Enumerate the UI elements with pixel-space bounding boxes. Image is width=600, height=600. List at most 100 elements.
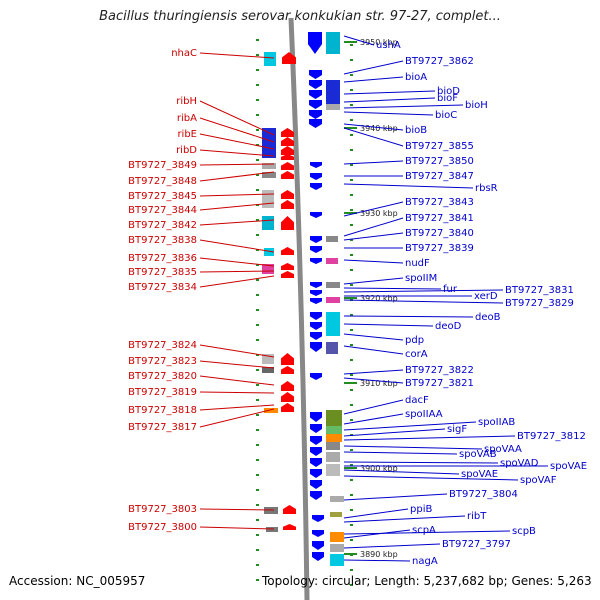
- leader-line: [199, 526, 275, 530]
- leader-line: [343, 277, 404, 285]
- forward-gene-arrow: [281, 154, 294, 160]
- leader-line: [343, 399, 404, 415]
- gene-block: [330, 512, 342, 517]
- forward-gene-arrow: [281, 200, 294, 209]
- ruler-label: 3900 kbp: [360, 464, 398, 473]
- gene-block: [326, 258, 338, 264]
- right-gene-label: bioD: [437, 86, 460, 97]
- right-gene-label: BT9727_3850: [405, 156, 474, 167]
- reverse-gene-arrow: [310, 424, 322, 433]
- left-gene-label: ribE: [177, 129, 197, 140]
- reverse-gene-arrow: [310, 447, 322, 456]
- left-gene-label: BT9727_3818: [128, 405, 197, 416]
- right-gene-label: BT9727_3812: [517, 431, 586, 442]
- ruler-label: 3910 kbp: [360, 379, 398, 388]
- left-gene-label: BT9727_3845: [128, 191, 197, 202]
- gene-block: [262, 367, 274, 373]
- left-gene-label: BT9727_3848: [128, 176, 197, 187]
- leader-line: [343, 90, 436, 95]
- forward-gene-arrow: [281, 137, 294, 146]
- gene-block: [330, 544, 344, 552]
- leader-line: [343, 508, 409, 519]
- leader-line: [343, 515, 466, 523]
- right-gene-label: scpA: [412, 525, 436, 536]
- leader-line: [343, 232, 404, 241]
- gene-block: [326, 32, 340, 54]
- gene-block: [326, 434, 342, 442]
- reverse-gene-arrow: [310, 246, 322, 253]
- leader-line: [199, 270, 275, 273]
- leader-line: [343, 111, 434, 116]
- gene-block: [262, 190, 274, 208]
- left-gene-label: BT9727_3820: [128, 371, 197, 382]
- leader-line: [343, 259, 404, 264]
- leader-line: [343, 287, 442, 290]
- reverse-gene-arrow: [309, 90, 322, 99]
- left-gene-label: BT9727_3824: [128, 340, 197, 351]
- reverse-gene-arrow: [310, 258, 322, 264]
- right-labels: ushABT9727_3862bioAbioDbioFbioHbioCbioBB…: [343, 35, 587, 567]
- leader-line: [199, 508, 275, 511]
- left-labels: nhaCribHribAribEribDBT9727_3849BT9727_38…: [128, 48, 275, 533]
- leader-line: [343, 76, 404, 83]
- leader-line: [343, 289, 504, 293]
- tick-marks: [256, 39, 353, 586]
- leader-line: [199, 100, 275, 136]
- leader-line: [343, 475, 519, 481]
- reverse-gene-arrow: [310, 373, 322, 380]
- forward-gene-arrow: [281, 271, 294, 278]
- reverse-gene-arrow: [309, 100, 322, 109]
- gene-block: [264, 408, 278, 413]
- forward-gene-arrow: [282, 52, 296, 64]
- right-gene-label: spoVAE: [461, 469, 498, 480]
- right-gene-label: ribT: [467, 511, 487, 522]
- forward-gene-arrow: [281, 146, 294, 155]
- leader-line: [343, 461, 499, 464]
- gene-block: [330, 554, 344, 566]
- forward-gene-arrow: [283, 524, 296, 530]
- gene-block: [326, 312, 340, 336]
- left-gene-label: BT9727_3838: [128, 235, 197, 246]
- reverse-gene-arrow: [310, 491, 322, 500]
- leader-line: [343, 345, 404, 355]
- leader-line: [343, 445, 483, 450]
- right-gene-label: BT9727_3840: [405, 228, 474, 239]
- right-gene-label: BT9727_3839: [405, 243, 474, 254]
- gene-block: [326, 104, 340, 110]
- right-gene-label: spoVAE: [550, 461, 587, 472]
- left-gene-label: BT9727_3823: [128, 356, 197, 367]
- leader-line: [343, 529, 411, 539]
- leader-line: [199, 344, 275, 358]
- gene-block: [326, 282, 340, 288]
- right-gene-label: BT9727_3829: [505, 298, 574, 309]
- reverse-gene-arrow: [310, 183, 322, 190]
- right-gene-label: BT9727_3821: [405, 378, 474, 389]
- forward-gene-arrow: [281, 171, 294, 179]
- leader-line: [343, 323, 434, 327]
- leader-line: [343, 183, 474, 189]
- right-gene-label: BT9727_3855: [405, 141, 474, 152]
- gene-block: [326, 342, 338, 354]
- gene-features: [262, 32, 344, 566]
- forward-gene-arrow: [281, 403, 294, 412]
- ruler-label: 3920 kbp: [360, 294, 398, 303]
- right-gene-label: BT9727_3797: [442, 539, 511, 550]
- left-gene-label: ribH: [176, 96, 197, 107]
- gene-block: [326, 236, 338, 242]
- right-gene-label: spoVAA: [484, 444, 522, 455]
- leader-line: [343, 428, 446, 437]
- right-gene-label: BT9727_3862: [405, 56, 474, 67]
- leader-line: [343, 493, 448, 501]
- leader-line: [343, 559, 411, 562]
- gene-block: [266, 527, 278, 532]
- forward-gene-arrow: [283, 505, 296, 514]
- left-gene-label: BT9727_3834: [128, 282, 197, 293]
- leader-line: [199, 171, 275, 182]
- leader-line: [199, 52, 275, 59]
- right-gene-label: BT9727_3804: [449, 489, 518, 500]
- left-gene-label: BT9727_3800: [128, 522, 197, 533]
- reverse-gene-arrow: [310, 298, 322, 304]
- left-gene-label: nhaC: [171, 48, 197, 59]
- right-gene-label: BT9727_3841: [405, 213, 474, 224]
- right-gene-label: bioC: [435, 110, 457, 121]
